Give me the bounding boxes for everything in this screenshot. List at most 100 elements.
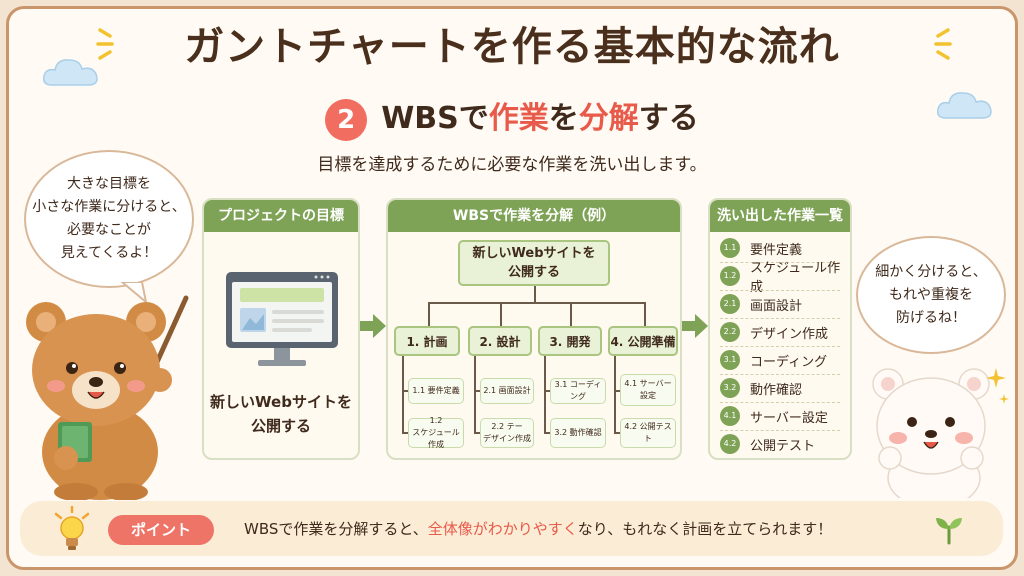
wbs-panel: WBSで作業を分解（例） 新しいWebサイトを 公開する 1. 計画 2. 設計… xyxy=(386,198,682,460)
point-text-end: なり、もれなく計画を立てられます！ xyxy=(577,520,833,538)
wbs-task-node: 2.1 画面設計 xyxy=(480,378,534,404)
wbs-connector xyxy=(428,302,644,304)
list-item: 3.1 コーディング xyxy=(720,350,827,370)
wbs-branch-plan: 1. 計画 xyxy=(394,326,460,356)
task-line: 3.1 コーディング xyxy=(554,380,602,401)
bubble-line: 細かく分けると、 xyxy=(875,263,987,280)
task-list-panel: 洗い出した作業一覧 1.1 要件定義 1.2 スケジュール作成 2.1 画面設計 2.… xyxy=(708,198,852,460)
wbs-task-node: 1.2 スケジュール作成 xyxy=(408,416,464,449)
wbs-task-node: 2.2 テー デザイン作成 xyxy=(480,418,534,448)
list-item-label: デザイン作成 xyxy=(750,326,829,342)
heading-prefix: WBSで xyxy=(381,101,489,136)
cloud-icon xyxy=(42,55,100,93)
list-divider xyxy=(720,346,840,347)
point-text-accent: 全体像がわかりやすく xyxy=(427,520,578,538)
wbs-connector xyxy=(402,432,408,434)
list-item-label: スケジュール作成 xyxy=(750,261,841,295)
sparkle-icon xyxy=(922,24,952,70)
list-item: 3.2 動作確認 xyxy=(720,378,802,398)
goal-panel-header: プロジェクトの目標 xyxy=(204,200,358,232)
bubble-line: 見えてくるよ！ xyxy=(60,245,158,261)
wbs-root-node: 新しいWebサイトを 公開する xyxy=(458,240,610,286)
list-divider xyxy=(720,318,840,319)
task-line: 4.2 公開テスト xyxy=(624,422,672,443)
list-item-label: 動作確認 xyxy=(750,382,803,398)
wbs-connector xyxy=(544,390,550,392)
task-line: 4.1 サーバー xyxy=(624,379,672,388)
wbs-task-node: 3.2 動作確認 xyxy=(550,418,606,448)
wbs-connector xyxy=(402,390,408,392)
list-number-badge: 3.1 xyxy=(720,350,740,370)
task-line: スケジュール作成 xyxy=(412,428,460,449)
step-subtitle: 目標を達成するために必要な作業を洗い出します。 xyxy=(317,155,707,175)
wbs-branch-release: 4. 公開準備 xyxy=(608,326,678,356)
step-heading: 2 WBSで作業を分解する xyxy=(0,93,1024,141)
bubble-line: 防げるね！ xyxy=(895,309,966,326)
wbs-connector xyxy=(402,356,404,432)
point-text-start: WBSで作業を分解すると、 xyxy=(244,520,428,538)
computer-monitor-icon xyxy=(226,272,338,366)
wbs-branch-design: 2. 設計 xyxy=(468,326,532,356)
polar-bear-character xyxy=(872,368,1009,498)
list-number-badge: 3.2 xyxy=(720,378,740,398)
wbs-connector xyxy=(534,284,536,302)
wbs-task-node: 4.1 サーバー 設定 xyxy=(620,374,676,406)
wbs-branch-develop: 3. 開発 xyxy=(538,326,602,356)
list-divider xyxy=(720,290,840,291)
light-bulb-icon xyxy=(54,506,90,550)
step-number-badge: 2 xyxy=(325,98,368,141)
task-line: 設定 xyxy=(640,391,656,400)
list-item-label: 要件定義 xyxy=(750,242,803,258)
task-line: 1.1 要件定義 xyxy=(412,386,460,395)
list-divider xyxy=(720,430,840,431)
list-number-badge: 1.1 xyxy=(720,238,740,258)
wbs-connector xyxy=(570,302,572,326)
sparkle-icon xyxy=(96,24,126,70)
heading-accent-work: 作業 xyxy=(488,101,549,136)
wbs-connector xyxy=(614,390,620,392)
heading-middle: を xyxy=(548,101,579,136)
heading-suffix: する xyxy=(638,101,699,136)
wbs-connector xyxy=(544,432,550,434)
wbs-connector xyxy=(614,432,620,434)
wbs-connector xyxy=(474,432,480,434)
wbs-connector xyxy=(474,390,480,392)
wbs-connector xyxy=(544,356,546,432)
wbs-panel-header: WBSで作業を分解（例） xyxy=(388,200,680,232)
wbs-connector xyxy=(500,302,502,326)
list-divider xyxy=(720,262,840,263)
task-line: デザイン作成 xyxy=(483,434,531,443)
root-line: 公開する xyxy=(507,265,560,280)
cloud-icon xyxy=(936,88,994,126)
wbs-task-node: 3.1 コーディング xyxy=(550,378,606,404)
heading-accent-breakdown: 分解 xyxy=(578,101,639,136)
speech-bubble-left: 大きな目標を 小さな作業に分けると、 必要なことが 見えてくるよ！ xyxy=(24,150,194,288)
speech-bubble-right: 細かく分けると、 もれや重複を 防げるね！ xyxy=(856,236,1006,354)
page-title: ガントチャートを作る基本的な流れ xyxy=(184,24,840,70)
point-badge: ポイント xyxy=(108,515,214,545)
wbs-connector xyxy=(474,356,476,432)
wbs-connector xyxy=(614,356,616,432)
list-item-label: コーディング xyxy=(750,354,828,370)
wbs-task-node: 4.2 公開テスト xyxy=(620,418,676,448)
task-line: 2.2 テー xyxy=(491,422,523,431)
wbs-connector xyxy=(644,302,646,326)
bear-character xyxy=(26,295,189,500)
list-item-label: サーバー設定 xyxy=(750,410,828,426)
bubble-tail xyxy=(120,282,148,304)
bubble-line: 小さな作業に分けると、 xyxy=(32,199,186,215)
task-list-header: 洗い出した作業一覧 xyxy=(710,200,850,232)
goal-line: 公開する xyxy=(250,417,311,435)
root-line: 新しいWebサイトを xyxy=(472,246,596,261)
list-number-badge: 2.1 xyxy=(720,294,740,314)
list-item-label: 画面設計 xyxy=(750,298,803,314)
goal-panel: プロジェクトの目標 新しいWebサイトを 公開する xyxy=(202,198,360,460)
list-item-label: 公開テスト xyxy=(750,438,816,454)
arrow-right-icon xyxy=(682,314,708,338)
list-divider xyxy=(720,374,840,375)
list-number-badge: 1.2 xyxy=(720,266,740,286)
bubble-line: 大きな目標を xyxy=(66,176,151,192)
task-line: 1.2 xyxy=(429,416,443,425)
